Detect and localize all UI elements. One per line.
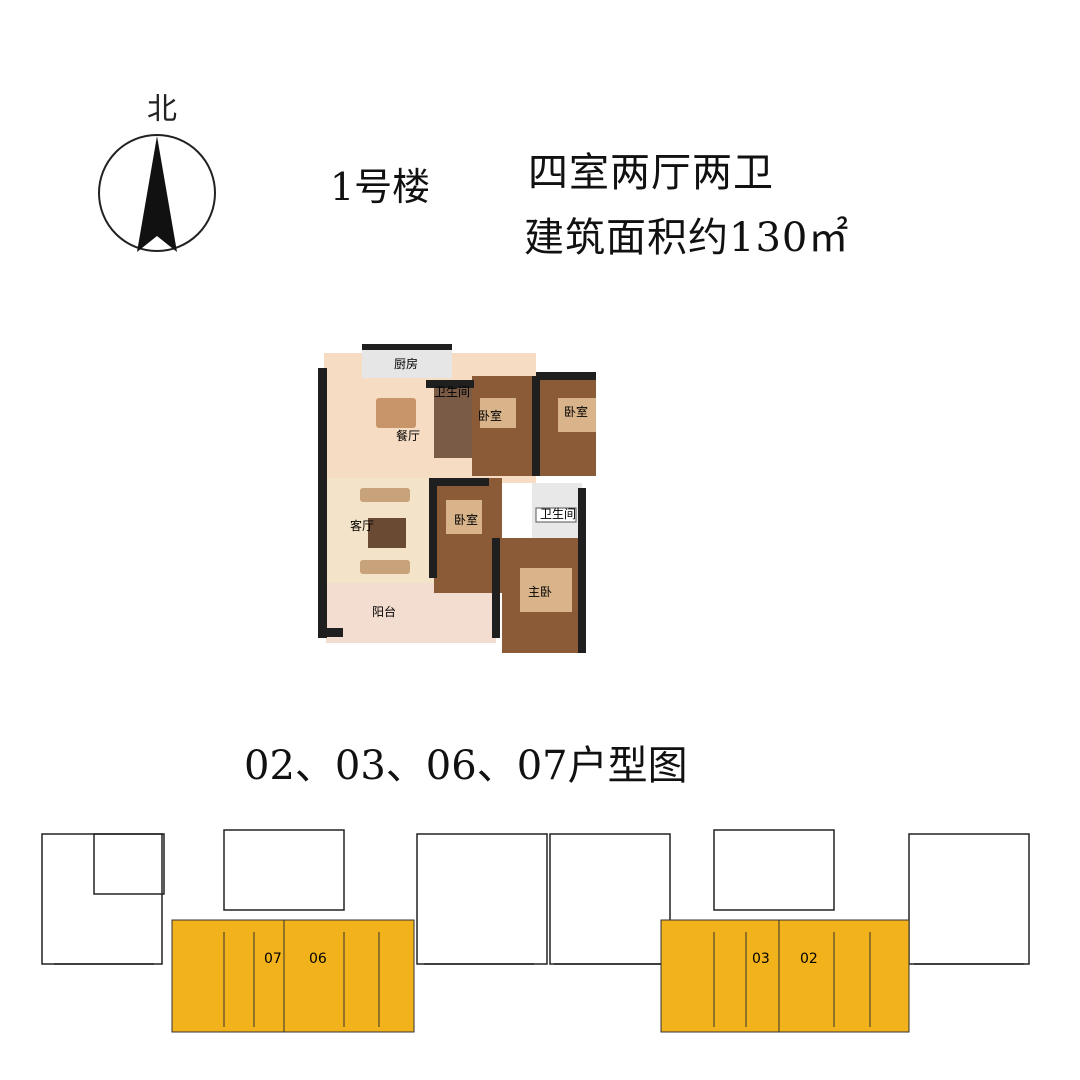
north-label: 北 [147, 92, 177, 127]
kitchen-floor [362, 348, 452, 378]
unit-03-shape [660, 919, 792, 1033]
unit-label-07: 07 [264, 951, 282, 967]
bedroom3-floor [434, 478, 502, 593]
unit-label-06: 06 [309, 951, 327, 967]
building-area: 建筑面积约130㎡ [524, 215, 850, 261]
kitchen-label: 厨房 [394, 356, 418, 371]
unit-06-shape [283, 919, 415, 1033]
unit-label-02: 02 [800, 951, 818, 967]
unit-02-shape [778, 919, 910, 1033]
floor-plan: 厨房 卫生间 卧室 卧室 餐厅 客厅 卧室 卫生间 主卧 阳台 [318, 344, 596, 653]
north-arrow-icon [98, 134, 216, 252]
bedroom1-label: 卧室 [478, 408, 502, 423]
unit-07-shape [171, 919, 303, 1033]
living-label: 客厅 [350, 518, 374, 533]
bedroom2-label: 卧室 [564, 404, 588, 419]
bathroom2-label: 卫生间 [540, 507, 576, 521]
bathroom1-label: 卫生间 [434, 385, 470, 399]
bedroom3-label: 卧室 [454, 512, 478, 527]
unit-type: 四室两厅两卫 [528, 150, 774, 196]
dining-label: 餐厅 [396, 428, 420, 443]
bath1-floor [434, 388, 472, 458]
master-bedroom-label: 主卧 [528, 585, 552, 599]
unit-label-03: 03 [752, 951, 770, 967]
building-number: 1号楼 [330, 165, 431, 209]
site-plan: 07 06 03 02 [41, 829, 1030, 1033]
balcony-label: 阳台 [372, 604, 396, 619]
unit-types-title: 02、03、06、07户型图 [244, 743, 688, 789]
